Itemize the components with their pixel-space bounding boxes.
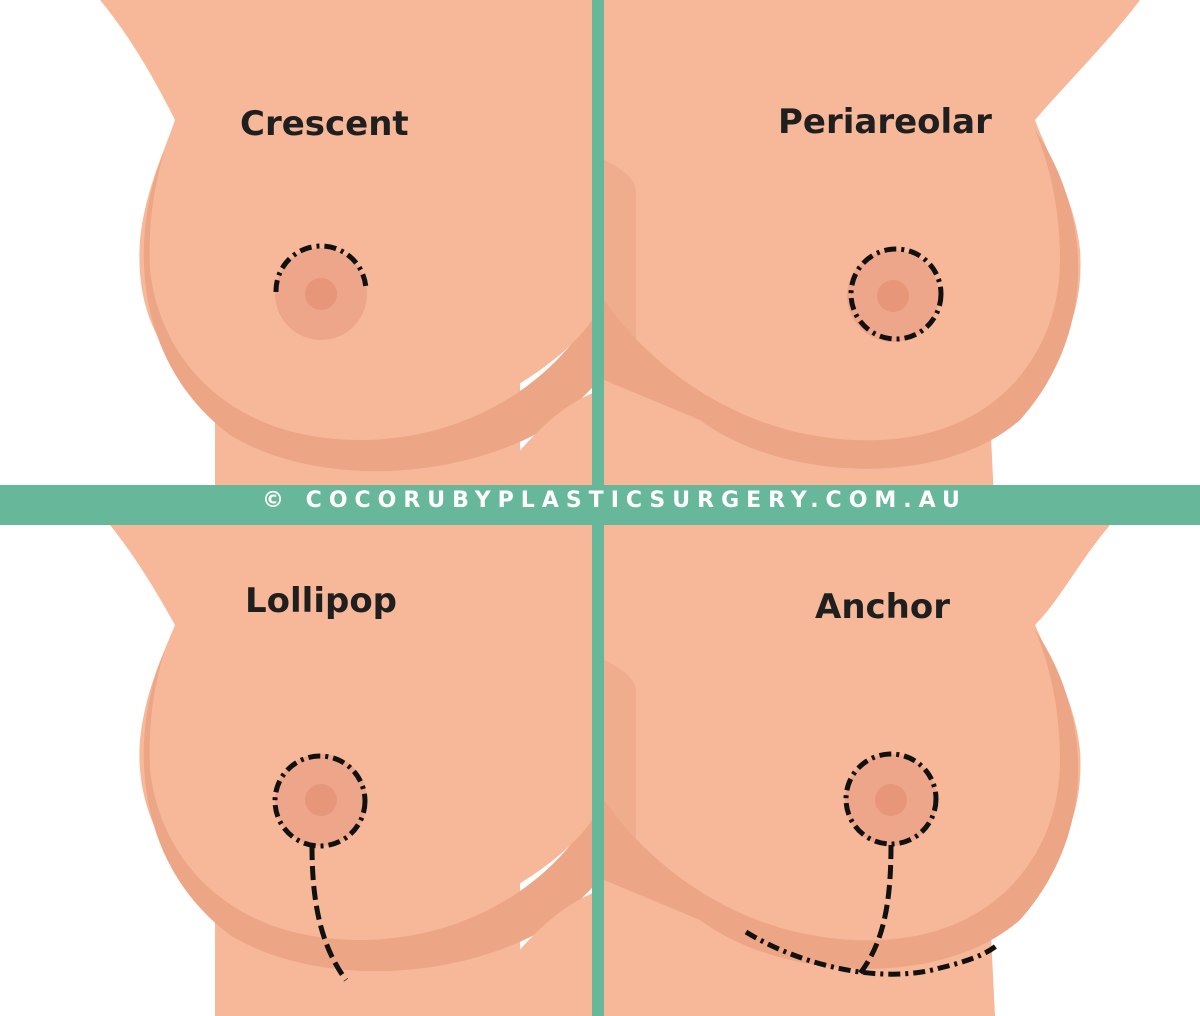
label-lollipop: Lollipop [245,581,398,621]
cleavage-shape [470,893,592,1016]
cleavage-shadow [604,660,636,880]
periareolar-incision [848,246,944,342]
panel-periareolar [604,0,1140,485]
label-anchor: Anchor [815,587,951,627]
panel-lollipop [110,525,592,1016]
copyright-symbol: © [262,488,291,513]
crescent-incision [273,243,369,293]
anchor-circle-incision [843,751,939,847]
nipple [877,280,909,312]
nipple [875,784,907,816]
nipple [305,784,337,816]
cleavage-shadow [604,160,636,380]
horizontal-divider-banner [0,485,1200,525]
breast-shape [604,525,1060,926]
label-periareolar: Periareolar [778,102,992,142]
watermark: © COCORUBYPLASTICSURGERY.COM.AU [262,488,967,513]
lollipop-circle-incision [272,753,368,849]
cleavage-shape [493,393,592,485]
breast-shape [604,0,1060,426]
anchor-vertical-incision [856,844,894,978]
watermark-text: COCORUBYPLASTICSURGERY.COM.AU [305,488,967,513]
breast-shape [160,0,592,426]
label-crescent: Crescent [240,104,409,144]
nipple [305,278,337,310]
panel-crescent [100,0,592,485]
lollipop-vertical-incision [309,845,349,982]
panel-anchor [604,525,1110,1016]
breast-shape [160,525,592,926]
